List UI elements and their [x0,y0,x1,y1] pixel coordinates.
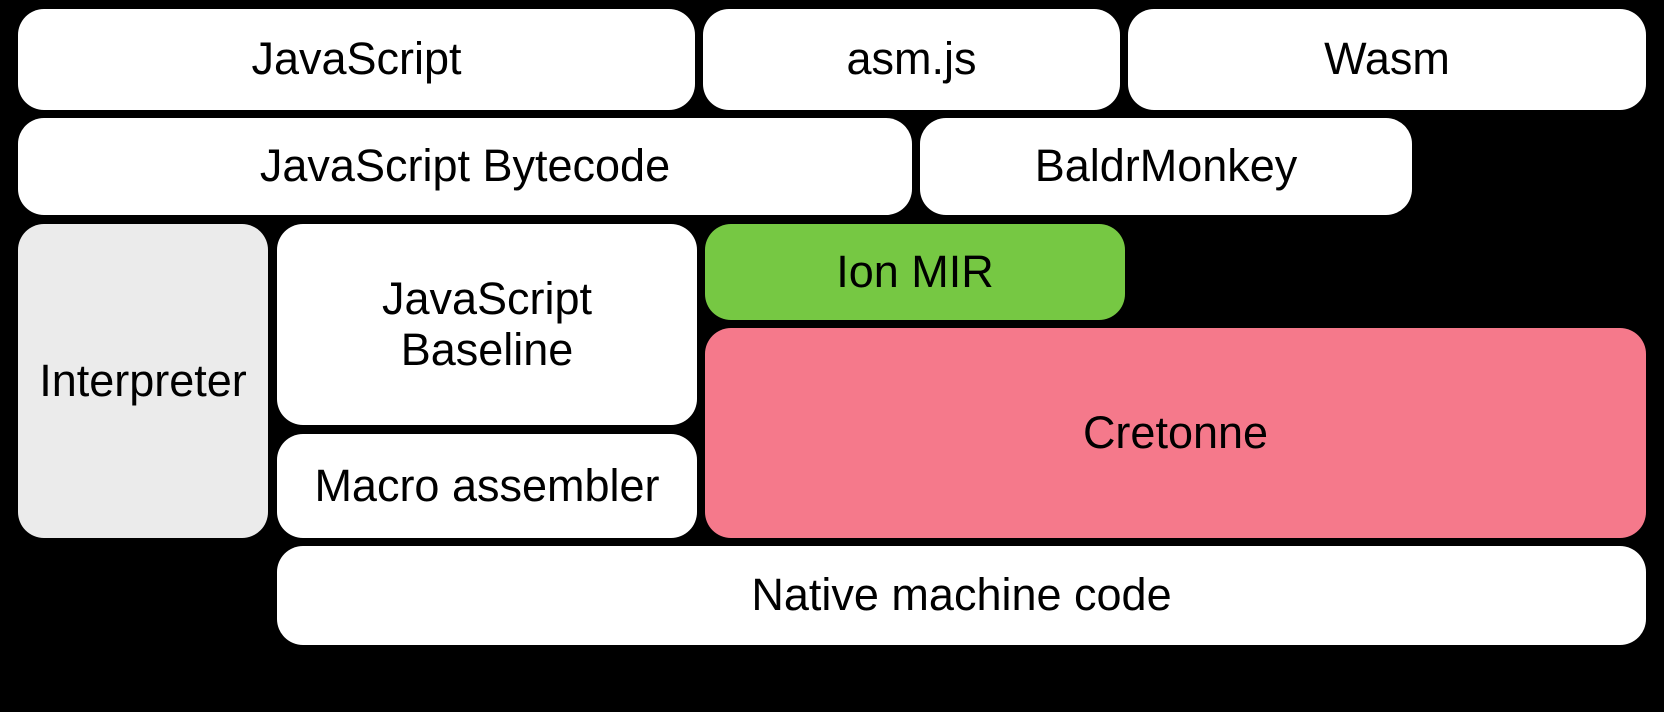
node-wasm[interactable]: Wasm [1128,9,1646,110]
node-interpreter[interactable]: Interpreter [18,224,268,538]
node-asm-js[interactable]: asm.js [703,9,1120,110]
node-javascript-baseline[interactable]: JavaScript Baseline [277,224,697,425]
node-baldrmonkey[interactable]: BaldrMonkey [920,118,1412,215]
node-ion-mir[interactable]: Ion MIR [705,224,1125,320]
node-javascript-bytecode[interactable]: JavaScript Bytecode [18,118,912,215]
node-javascript[interactable]: JavaScript [18,9,695,110]
node-macro-assembler[interactable]: Macro assembler [277,434,697,538]
node-native-machine-code[interactable]: Native machine code [277,546,1646,645]
node-cretonne[interactable]: Cretonne [705,328,1646,538]
